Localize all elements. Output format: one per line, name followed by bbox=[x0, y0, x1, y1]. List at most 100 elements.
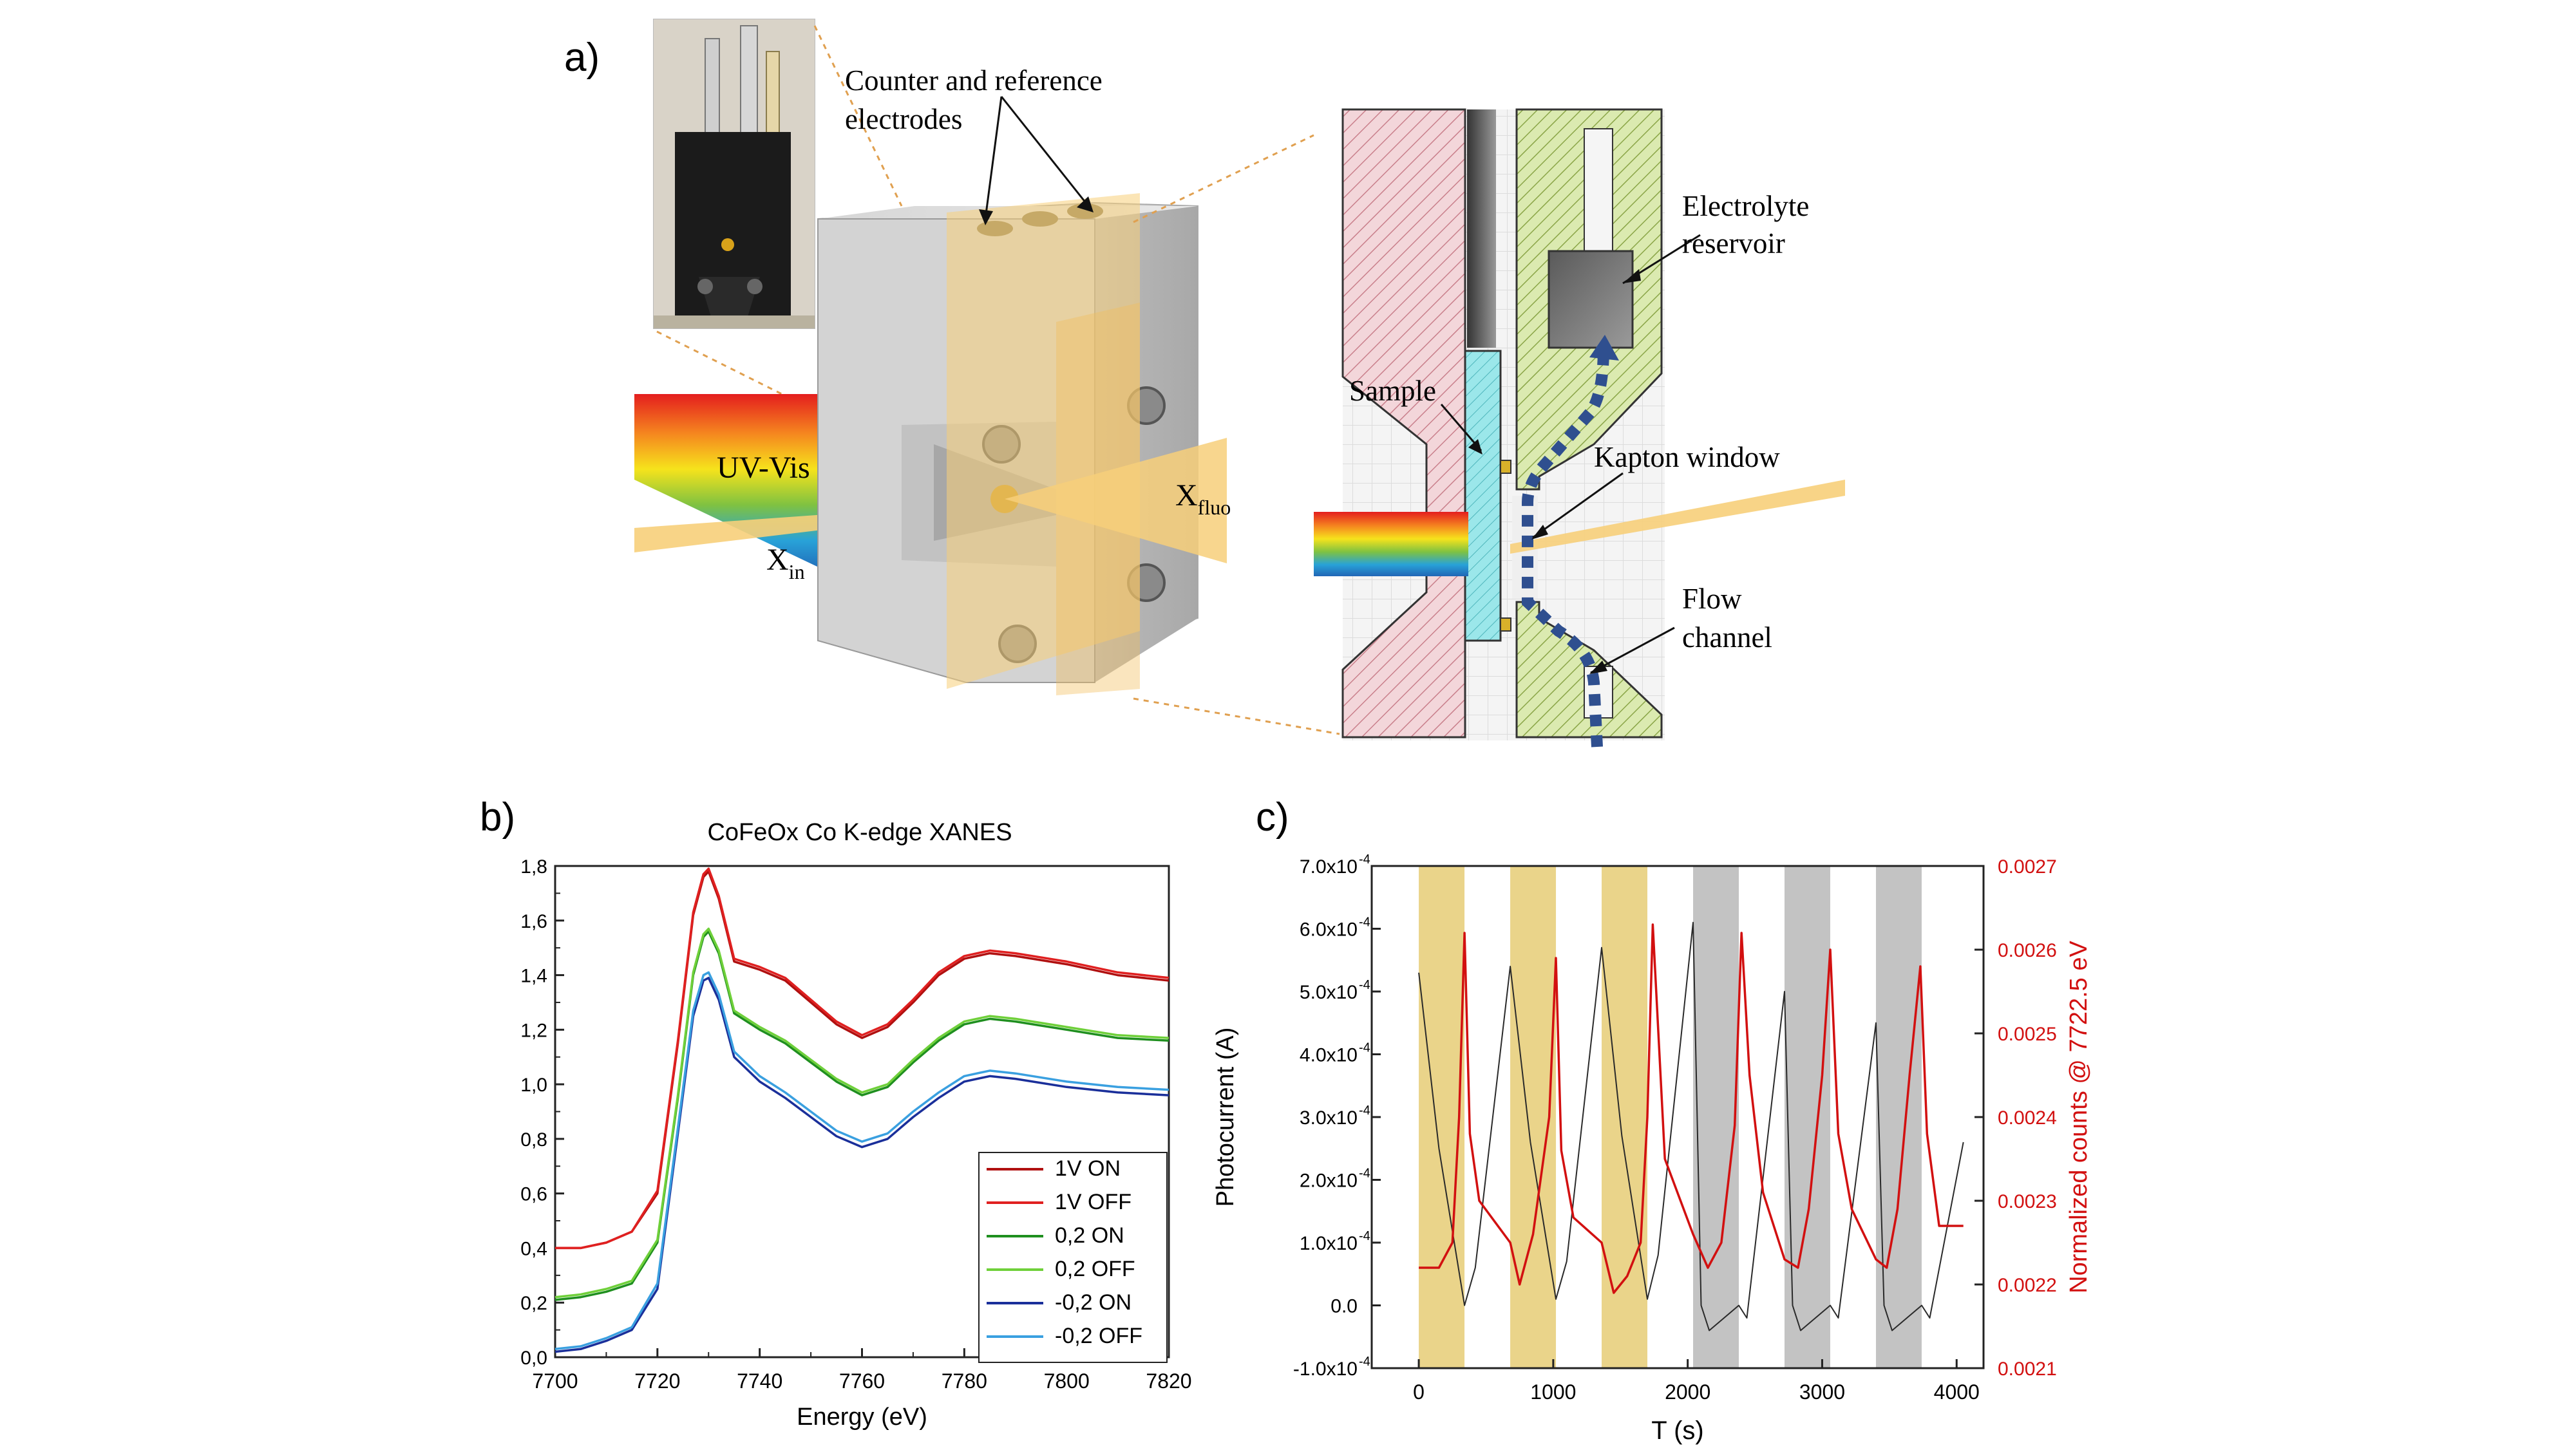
xanes-x-tick-label: 7700 bbox=[532, 1369, 578, 1393]
illumination-band-on bbox=[1602, 866, 1648, 1368]
x-fluo-label: Xfluo bbox=[1175, 478, 1231, 519]
x-in-label: Xin bbox=[766, 543, 805, 583]
photocurrent-x-tick-label: 4000 bbox=[1934, 1380, 1980, 1404]
xanes-series-line-4 bbox=[554, 977, 1170, 1353]
x-in-main: X bbox=[766, 543, 789, 577]
kapton-arrow bbox=[1532, 472, 1624, 539]
photocurrent-y-tick-label: 1.0x10 bbox=[1300, 1233, 1358, 1254]
photocurrent-y-tick-exponent: -4 bbox=[1359, 852, 1370, 867]
counts-y-tick-label: 0.0026 bbox=[1998, 940, 2057, 961]
uv-vis-label: UV-Vis bbox=[717, 451, 810, 485]
photocurrent-y-tick-exponent: -4 bbox=[1359, 978, 1370, 992]
xanes-x-axis-label: Energy (eV) bbox=[797, 1404, 927, 1431]
illumination-band-off bbox=[1875, 866, 1922, 1368]
illumination-band-on bbox=[1419, 866, 1465, 1368]
photocurrent-y-tick-label: 4.0x10 bbox=[1300, 1045, 1358, 1066]
photocurrent-y-tick-exponent: -4 bbox=[1359, 1104, 1370, 1118]
x-fluo-main: X bbox=[1175, 478, 1198, 512]
xanes-x-tick-label: 7820 bbox=[1146, 1369, 1191, 1393]
xanes-series-line-0 bbox=[555, 870, 1170, 1250]
xanes-x-tick-label: 7760 bbox=[839, 1369, 885, 1393]
photocurrent-y-axis-label: Photocurrent (A) bbox=[1212, 1028, 1239, 1207]
panel-b-label: b) bbox=[480, 795, 515, 840]
xanes-legend-label: 0,2 ON bbox=[1055, 1223, 1124, 1248]
xanes-y-tick-label: 0,4 bbox=[520, 1238, 547, 1259]
counts-y-tick-label: 0.0023 bbox=[1998, 1191, 2057, 1212]
photocurrent-y-tick-label: 0.0 bbox=[1331, 1296, 1358, 1317]
electrode-arrow-right bbox=[1000, 96, 1090, 207]
cell-cross-section bbox=[1314, 108, 1845, 748]
xanes-series-line-1 bbox=[555, 867, 1170, 1250]
photocurrent-y-tick-label: 7.0x10 bbox=[1300, 856, 1358, 878]
xanes-x-tick-label: 7800 bbox=[1044, 1369, 1090, 1393]
photocurrent-y-tick-exponent: -4 bbox=[1359, 1229, 1370, 1243]
xanes-legend-label: -0,2 ON bbox=[1055, 1290, 1132, 1315]
photocurrent-x-tick-label: 0 bbox=[1413, 1380, 1425, 1404]
cell-3d-model bbox=[817, 193, 1198, 695]
kapton-label: Kapton window bbox=[1594, 441, 1780, 473]
counts-y-tick-label: 0.0027 bbox=[1998, 856, 2057, 878]
photocurrent-series-line-0 bbox=[1418, 921, 1964, 1331]
panel-b: b) CoFeOx Co K-edge XANES 7700 7720 7740 77… bbox=[480, 795, 1192, 1431]
photocurrent-y-tick-label: 3.0x10 bbox=[1300, 1107, 1358, 1129]
sample-label: Sample bbox=[1349, 375, 1436, 407]
x-fluo-beam bbox=[1005, 438, 1227, 563]
xanes-y-tick-label: 0,0 bbox=[520, 1348, 547, 1369]
section-connector-bottom bbox=[1133, 697, 1340, 735]
xanes-x-tick-label: 7720 bbox=[634, 1369, 680, 1393]
xanes-y-tick-label: 1,8 bbox=[520, 856, 547, 878]
photocurrent-y-tick-exponent: -4 bbox=[1359, 1355, 1370, 1369]
photocurrent-y-tick-exponent: -4 bbox=[1359, 1041, 1370, 1055]
photocurrent-x-tick-label: 1000 bbox=[1530, 1380, 1576, 1404]
x-fluo-sub: fluo bbox=[1198, 496, 1231, 519]
xanes-y-tick-label: 1,2 bbox=[520, 1020, 547, 1041]
xanes-x-tick-label: 7740 bbox=[737, 1369, 782, 1393]
photocurrent-x-tick-label: 3000 bbox=[1799, 1380, 1845, 1404]
xanes-legend-label: 1V OFF bbox=[1055, 1190, 1132, 1214]
photocurrent-x-axis-label: T (s) bbox=[1651, 1416, 1703, 1445]
photocurrent-y-tick-exponent: -4 bbox=[1359, 916, 1370, 930]
inset-connector-top bbox=[813, 25, 903, 207]
counter-ref-label-2: electrodes bbox=[845, 103, 962, 135]
photocurrent-x-tick-label: 2000 bbox=[1665, 1380, 1710, 1404]
panel-a: a) bbox=[564, 19, 1845, 748]
flow-label-2: channel bbox=[1682, 621, 1772, 653]
photocurrent-y-tick-label: -1.0x10 bbox=[1293, 1359, 1358, 1380]
photocurrent-y-tick-label: 2.0x10 bbox=[1300, 1171, 1358, 1192]
xanes-legend-label: 1V ON bbox=[1055, 1156, 1121, 1181]
illumination-band-off bbox=[1693, 866, 1739, 1368]
xanes-series-line-5 bbox=[554, 971, 1170, 1351]
cell-photo-inset bbox=[653, 19, 815, 329]
counts-y-tick-label: 0.0024 bbox=[1998, 1107, 2057, 1129]
electrolyte-label-2: reservoir bbox=[1682, 227, 1785, 259]
counts-y-tick-label: 0.0021 bbox=[1998, 1359, 2057, 1380]
counter-ref-label-1: Counter and reference bbox=[845, 64, 1103, 97]
counts-y-axis-label: Normalized counts @ 7722.5 eV bbox=[2065, 941, 2092, 1293]
panel-c-label: c) bbox=[1256, 795, 1289, 840]
xanes-chart-title: CoFeOx Co K-edge XANES bbox=[707, 819, 1012, 846]
xanes-x-tick-label: 7780 bbox=[942, 1369, 987, 1393]
xanes-legend-label: 0,2 OFF bbox=[1055, 1257, 1135, 1281]
xanes-y-tick-label: 0,2 bbox=[520, 1293, 547, 1314]
xanes-y-tick-label: 1,6 bbox=[520, 911, 547, 932]
counts-y-tick-label: 0.0025 bbox=[1998, 1024, 2057, 1045]
flow-label-1: Flow bbox=[1682, 583, 1742, 615]
flow-channel-arrow bbox=[1590, 626, 1675, 674]
xanes-series-line-3 bbox=[554, 927, 1170, 1299]
xanes-legend-box bbox=[978, 1152, 1168, 1363]
xanes-y-tick-label: 0,6 bbox=[520, 1184, 547, 1205]
photocurrent-y-tick-label: 5.0x10 bbox=[1300, 982, 1358, 1003]
xanes-y-tick-label: 0,8 bbox=[520, 1129, 547, 1151]
counts-y-tick-label: 0.0022 bbox=[1998, 1275, 2057, 1296]
photocurrent-y-tick-label: 6.0x10 bbox=[1300, 919, 1358, 941]
xanes-y-tick-label: 1,0 bbox=[520, 1075, 547, 1096]
section-connector-top bbox=[1133, 134, 1314, 223]
xanes-legend-label: -0,2 OFF bbox=[1055, 1324, 1142, 1348]
photocurrent-series-line-1 bbox=[1419, 923, 1964, 1294]
x-in-sub: in bbox=[789, 560, 805, 583]
xanes-y-tick-label: 1,4 bbox=[520, 966, 547, 987]
photocurrent-y-tick-exponent: -4 bbox=[1359, 1167, 1370, 1181]
